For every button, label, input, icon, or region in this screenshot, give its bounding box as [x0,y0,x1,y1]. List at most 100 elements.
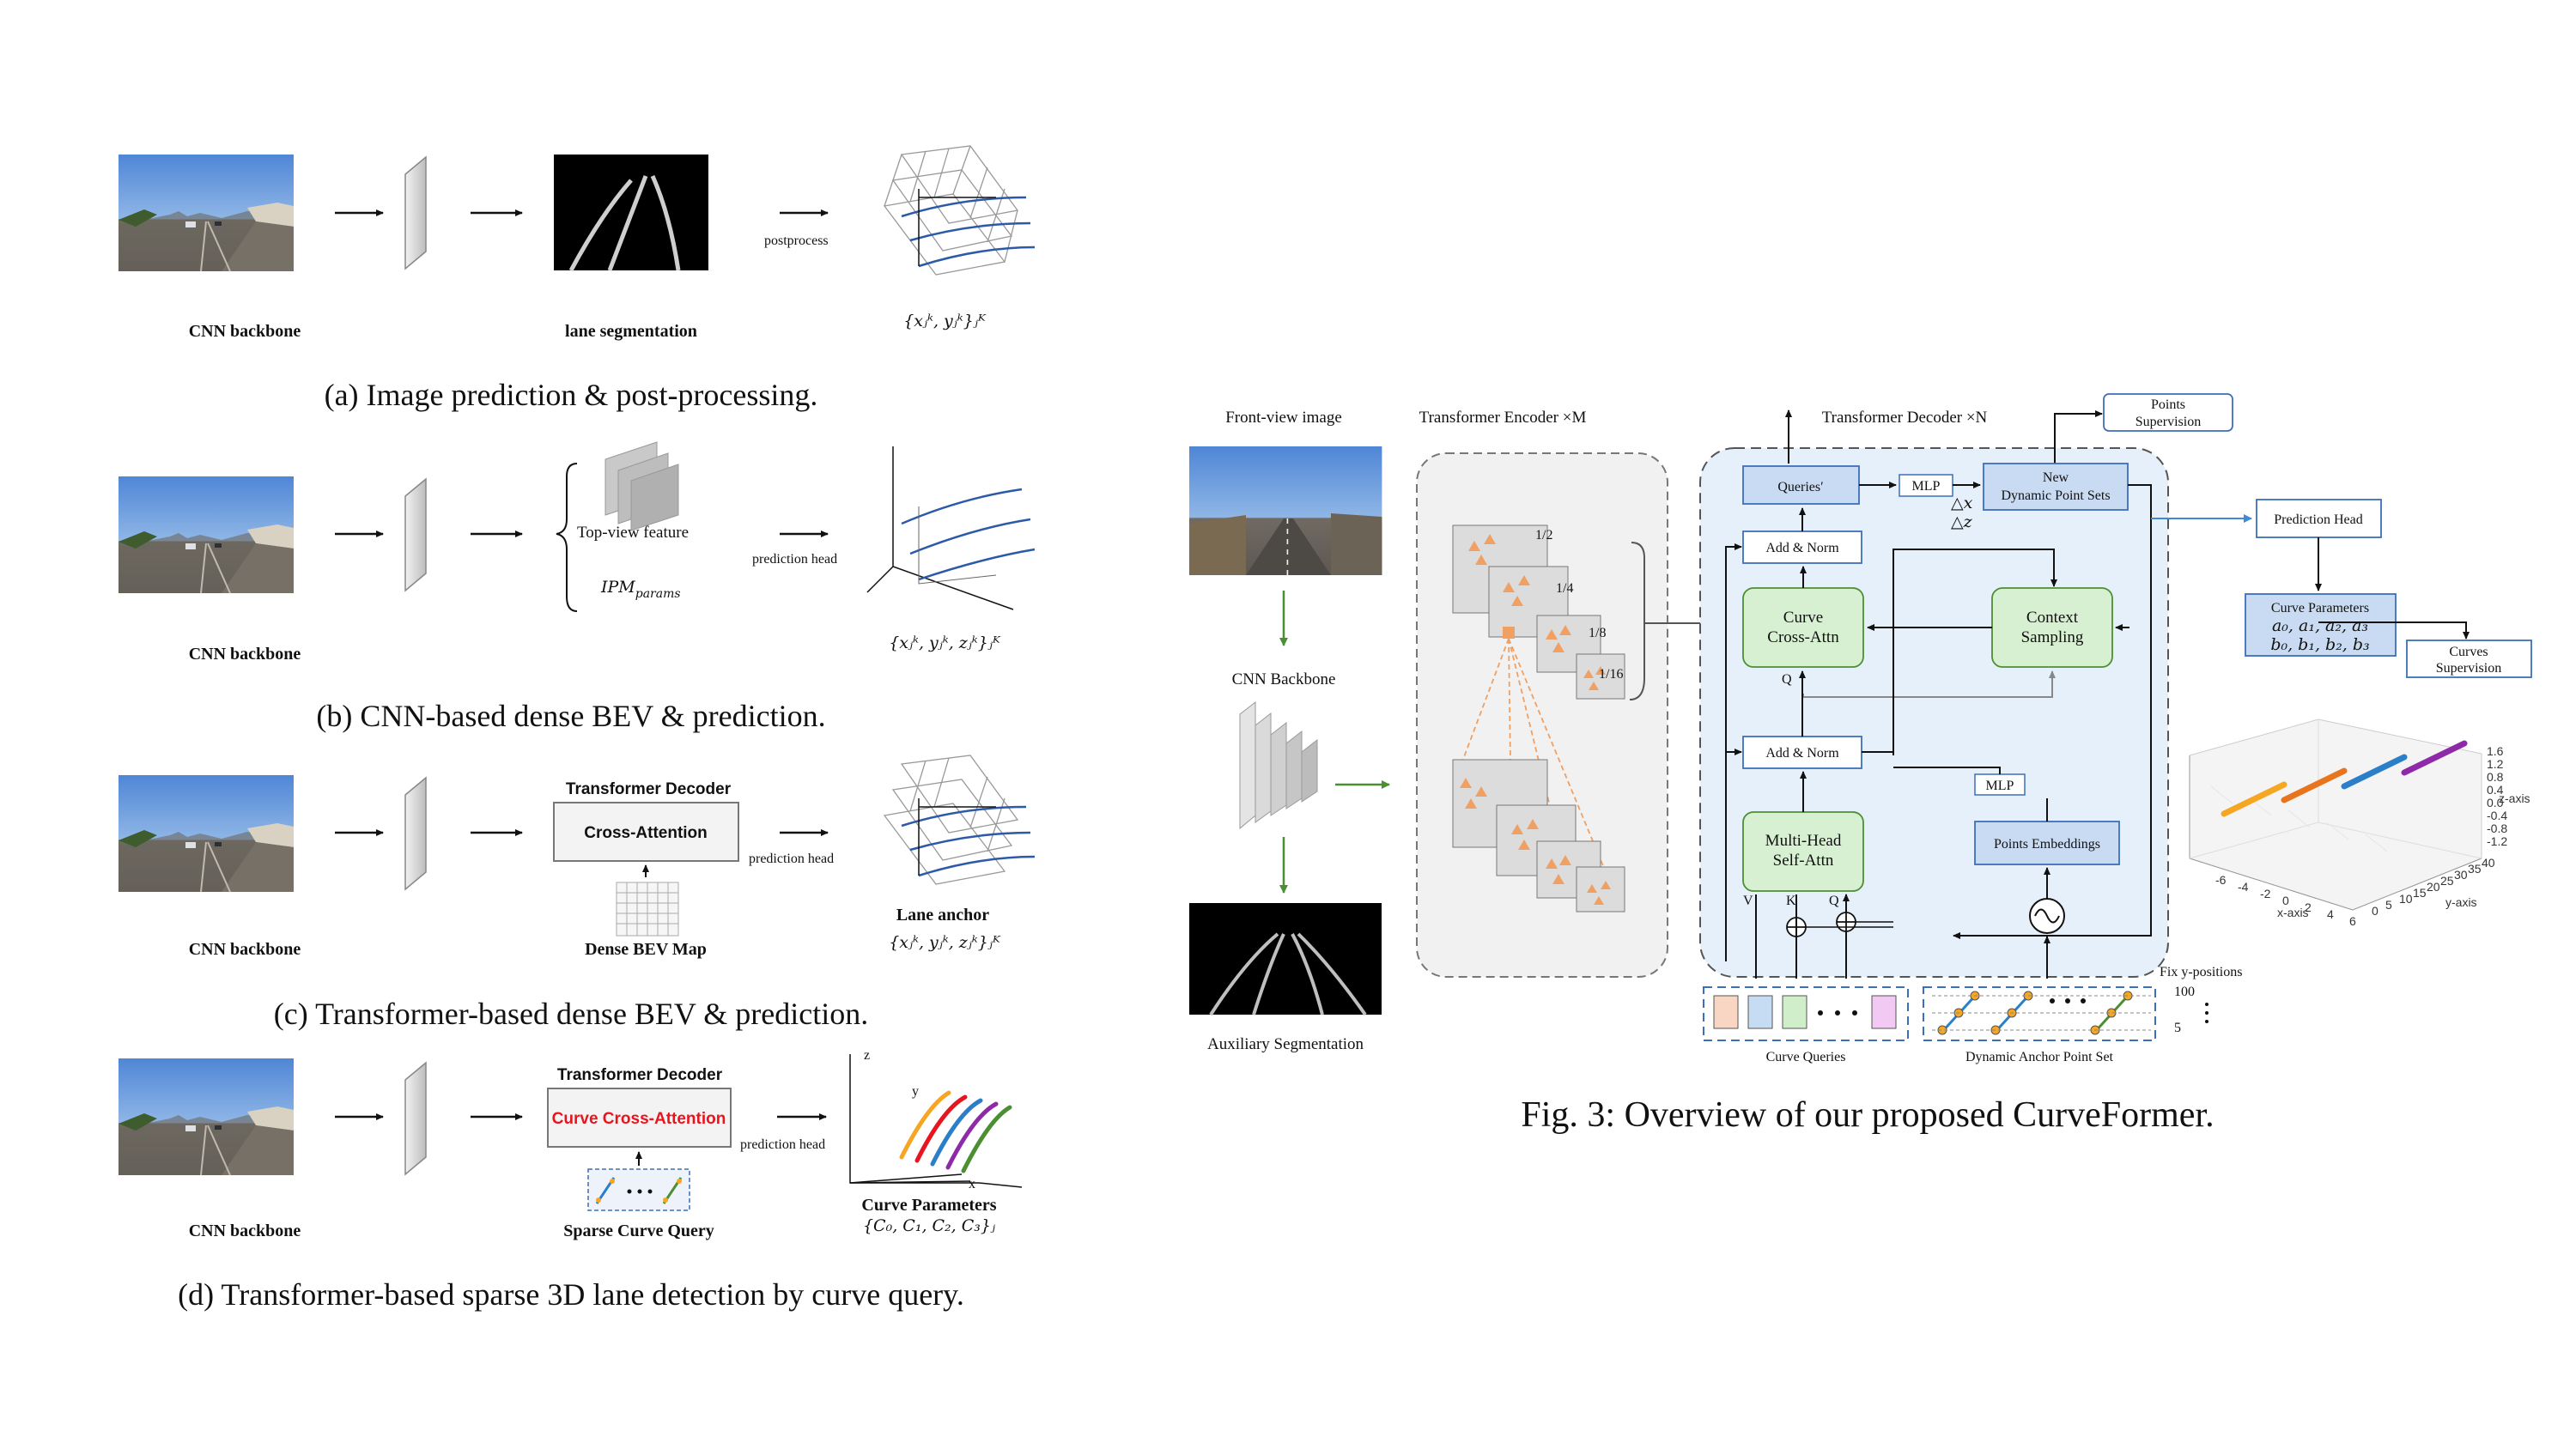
panel-a: postprocess CNN backbone lane segmentati… [118,145,1036,412]
caption-b: (b) CNN-based dense BEV & prediction. [316,699,825,733]
params-label-d: Curve Parameters [861,1196,996,1215]
feature-pyramid-top [1452,524,1625,700]
topview-stack-b [605,441,679,531]
query-label-d: Sparse Curve Query [563,1222,714,1240]
cnn-slab-b [404,478,427,591]
road-image-b [118,476,295,594]
curve-axes-d [849,1054,1023,1188]
aux-seg-image [1189,903,1382,1016]
axis-y-d: y [912,1084,919,1099]
x-tick-label: 6 [2349,914,2356,928]
backbone-label-c: CNN backbone [189,940,301,959]
arrow [2318,621,2470,640]
attn-label-d: Curve Cross-Attention [552,1110,726,1128]
curve-params-b: b₀, b₁, b₂, b₃ [2270,635,2369,654]
postprocess-label: postprocess [764,233,829,248]
add-norm-upper-box [1742,530,1862,564]
curve-queries-label: Curve Queries [1766,1050,1846,1064]
feature-pyramid-bottom [1452,759,1625,912]
z-tick-label: 0.0 [2487,796,2504,809]
front-view-image [1189,446,1382,575]
attn-label-c: Cross-Attention [584,824,708,842]
z-tick-label: 1.2 [2487,757,2504,771]
cnn-backbone-stack [1239,700,1318,830]
params-math-d: {C₀, C₁, C₂, C₃}ⱼ [863,1216,995,1235]
prediction-head-label: Prediction Head [2274,512,2363,527]
curve-params-label: Curve Parameters [2271,601,2369,615]
plot-axis-x: x-axis [2277,906,2309,919]
v-label: V [1743,894,1753,908]
caption-a: (a) Image prediction & post-processing. [325,378,818,412]
backbone-label-d: CNN backbone [189,1222,301,1240]
axis-z-d: z [864,1048,870,1063]
curveformer-overview: Front-view image CNN Backbone Auxiliary … [1189,393,2532,1135]
panel-c: Transformer Decoder Cross-Attention Dens… [118,755,1036,1031]
x-tick-label: 2 [2305,900,2312,914]
q-label: Q [1829,894,1839,908]
lane-grid-a [883,145,1036,276]
self-attn-line1: Multi-Head [1765,832,1842,850]
queries-prime-label: Queries′ [1777,480,1823,494]
points-supervision-line1: Points [2151,397,2185,412]
points-embeddings-label: Points Embeddings [1994,837,2100,852]
curve-cross-attn-box [1742,587,1864,668]
x-tick-label: 4 [2327,907,2334,921]
scale-label-sixteenth: 1/16 [1599,667,1623,682]
y-tick-label: 35 [2468,862,2482,876]
y-dots [2205,1003,2208,1023]
road-image-a [118,154,295,272]
queries-prime-box [1742,465,1860,505]
mlp-label-bottom: MLP [1986,779,2014,793]
delta-z: △z [1951,512,1973,531]
sparse-query-d [587,1168,690,1211]
y-tick-label: 5 [2385,898,2392,912]
y-tick-label: 25 [2440,874,2454,888]
query-token [1747,995,1773,1029]
points-supervision-line2: Supervision [2136,415,2201,429]
decoder-title-d: Transformer Decoder [557,1066,723,1084]
z-tick-label: 0.4 [2487,783,2504,797]
cnn-slab-a [404,156,427,270]
ipm-label-b: IPMparams [600,578,681,601]
y-value-bottom: 5 [2174,1021,2181,1035]
road-image-c [118,774,295,893]
curve-params-a: a₀, a₁, a₂, a₃ [2272,616,2368,635]
y-value-top: 100 [2174,985,2195,999]
q-label-cross: Q [1782,672,1792,687]
y-tick-label: 10 [2399,892,2413,906]
query-token [1713,995,1739,1029]
map-label-c: Dense BEV Map [585,940,707,959]
x-tick-label: -2 [2260,887,2271,900]
backbone-label-b: CNN backbone [189,645,301,664]
y-tick-label: 0 [2372,904,2379,918]
output-math-b: {xⱼᵏ, yⱼᵏ, zⱼᵏ}ⱼᴷ [889,634,1001,652]
y-tick-label: 30 [2454,868,2468,882]
cnn-backbone-label: CNN Backbone [1232,670,1336,688]
axis-x-d: x [969,1177,975,1191]
add-norm-lower-label: Add & Norm [1765,746,1839,761]
k-label: K [1786,894,1796,908]
arrow [1893,549,2057,755]
link [1893,767,2001,774]
cross-attn-box-c [553,802,739,862]
qkv-arrows [1755,894,1846,979]
curve-cross-attn-box-d [547,1088,732,1148]
y-tick-label: 20 [2427,880,2440,894]
caption-c: (c) Transformer-based dense BEV & predic… [274,997,868,1031]
brace-b [556,463,578,612]
context-sampling-line1: Context [2026,609,2079,627]
bev-grid-c [616,882,679,937]
curves-supervision-line2: Supervision [2436,661,2501,676]
aux-seg-label: Auxiliary Segmentation [1207,1035,1364,1053]
lane-grid-c [883,755,1036,885]
decoder-title-c: Transformer Decoder [566,780,732,798]
x-tick-label: 0 [2282,894,2289,907]
curves-supervision-box [2406,640,2532,678]
lane-line-3 [2341,754,2408,790]
lane-line-4 [2401,740,2468,776]
dynamic-anchor-label: Dynamic Anchor Point Set [1965,1050,2114,1064]
backbone-label-a: CNN backbone [189,322,301,341]
z-tick-label: 0.8 [2487,770,2504,784]
